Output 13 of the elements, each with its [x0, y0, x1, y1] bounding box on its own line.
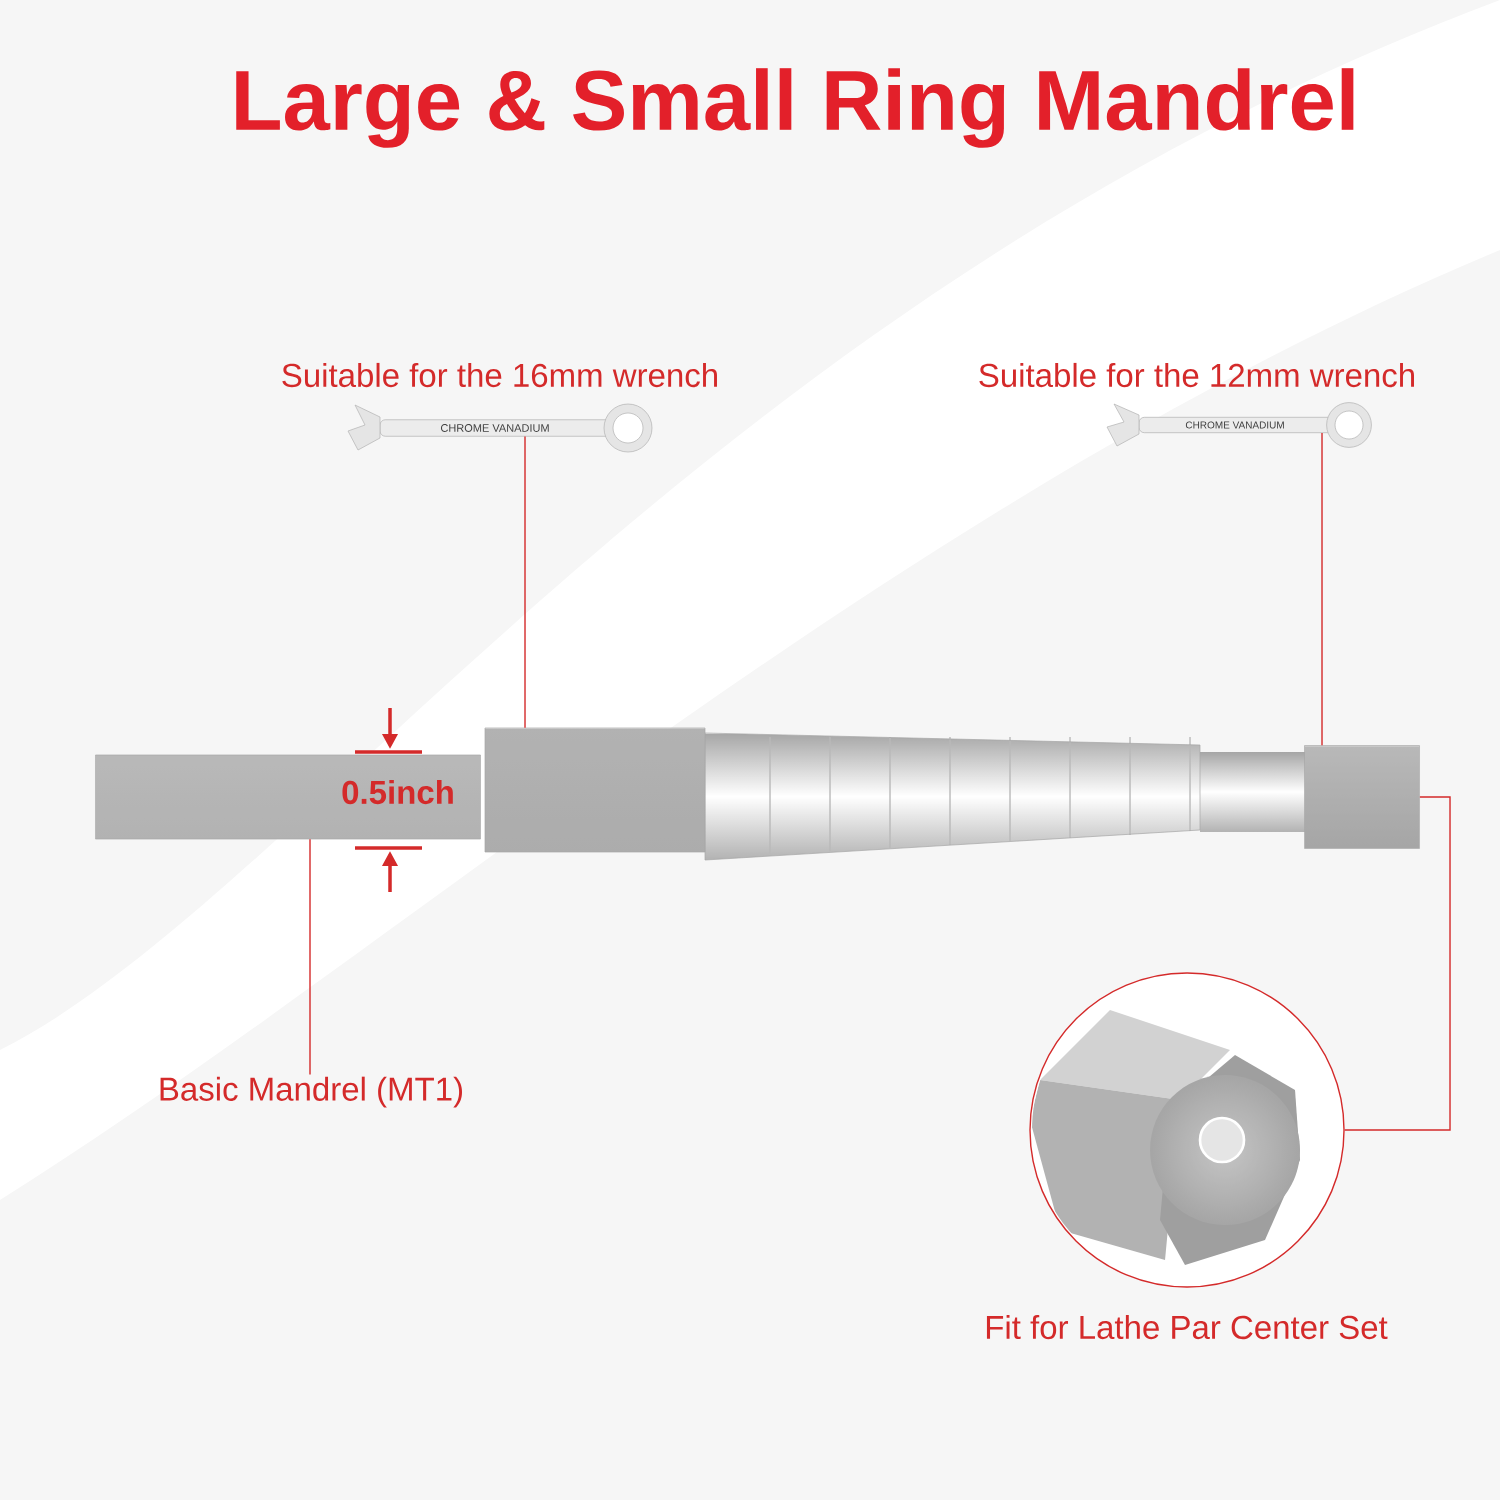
wrench-size-label: Suitable for the 16mm wrench — [282, 362, 717, 388]
leader-line — [1321, 432, 1323, 746]
title: Large & Small Ring Mandrel — [236, 68, 1354, 148]
mandrel-collar — [484, 727, 706, 853]
leader-line — [524, 435, 526, 729]
part-label: Basic Mandrel (MT1) — [160, 1076, 462, 1108]
mandrel-shank — [95, 754, 481, 840]
leader-line — [309, 838, 311, 1076]
wrench-size-label: Suitable for the 12mm wrench — [979, 362, 1414, 388]
hex-end — [1304, 745, 1420, 849]
leader-line — [1344, 796, 1451, 1131]
inset-label: Fit for Lathe Par Center Set — [986, 1314, 1388, 1340]
dimension-label: 0.5inch — [342, 779, 453, 805]
